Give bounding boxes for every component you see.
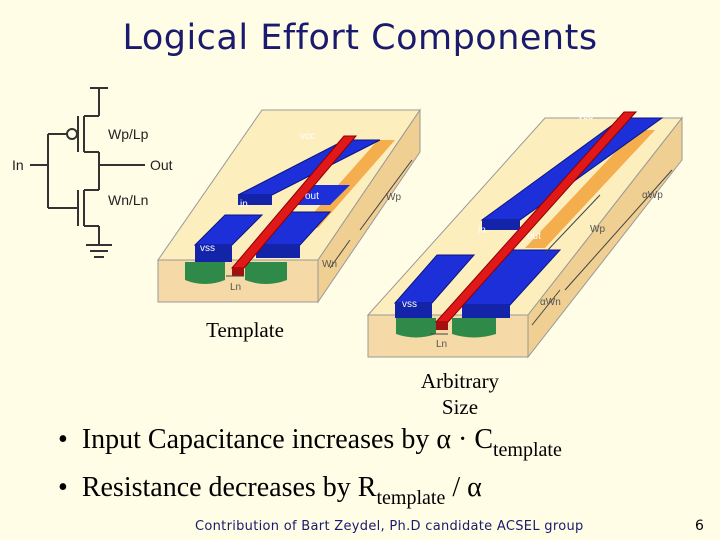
arbitrary-size-caption: Arbitrary Size <box>400 368 520 420</box>
arbitrary-vss-label: vss <box>402 299 417 310</box>
template-wn-label: Wn <box>322 259 337 270</box>
arbitrary-ln-label: Ln <box>436 339 447 350</box>
bullet-1-text: Input Capacitance increases by α · C <box>81 424 493 455</box>
inverter-schematic <box>30 87 145 258</box>
arbitrary-awn-label: αWn <box>540 297 561 308</box>
bullet-1-subscript: template <box>493 439 562 461</box>
template-substrate-side <box>317 108 421 304</box>
arbitrary-diffusion-left <box>396 318 436 338</box>
bullet-2-tail: / α <box>445 472 482 503</box>
bullet-input-capacitance: • Input Capacitance increases by α · Cte… <box>58 424 562 461</box>
template-in-label: in <box>240 199 248 210</box>
bullet-resistance: • Resistance decreases by Rtemplate / α <box>58 472 482 509</box>
bullet-2-text: Resistance decreases by R <box>81 472 377 503</box>
nmos-size-label: Wn/Ln <box>108 192 148 208</box>
template-diffusion-right <box>245 262 287 284</box>
footer-credit: Contribution of Bart Zeydel, Ph.D candid… <box>195 519 584 534</box>
template-wp-label: Wp <box>386 192 401 203</box>
pmos-size-label: Wp/Lp <box>108 126 149 142</box>
arbitrary-caption-line2: Size <box>441 395 479 419</box>
arbitrary-vcc-label: vcc <box>578 111 593 122</box>
schematic-in-label: In <box>12 157 24 173</box>
template-caption: Template <box>206 318 284 342</box>
arbitrary-diffusion-right <box>452 318 496 338</box>
arbitrary-caption-line1: Arbitrary <box>420 369 500 393</box>
arbitrary-device <box>366 111 684 359</box>
page-number: 6 <box>695 518 704 534</box>
template-ln-label: Ln <box>230 282 241 293</box>
arbitrary-wp-label: Wp <box>590 224 605 235</box>
arbitrary-out-label: out <box>527 231 541 242</box>
arbitrary-substrate-side <box>527 116 683 359</box>
template-vcc-label: vcc <box>300 131 315 142</box>
template-device <box>157 108 421 304</box>
arbitrary-awp-label: αWp <box>642 190 663 201</box>
template-vss-label: vss <box>200 243 215 254</box>
page-title: Logical Effort Components <box>122 18 598 58</box>
arbitrary-in-label: in <box>478 225 486 236</box>
bullet-2-subscript: template <box>376 487 446 509</box>
schematic-out-label: Out <box>150 157 173 173</box>
template-out-label: out <box>305 191 319 202</box>
template-diffusion-left <box>185 262 225 284</box>
